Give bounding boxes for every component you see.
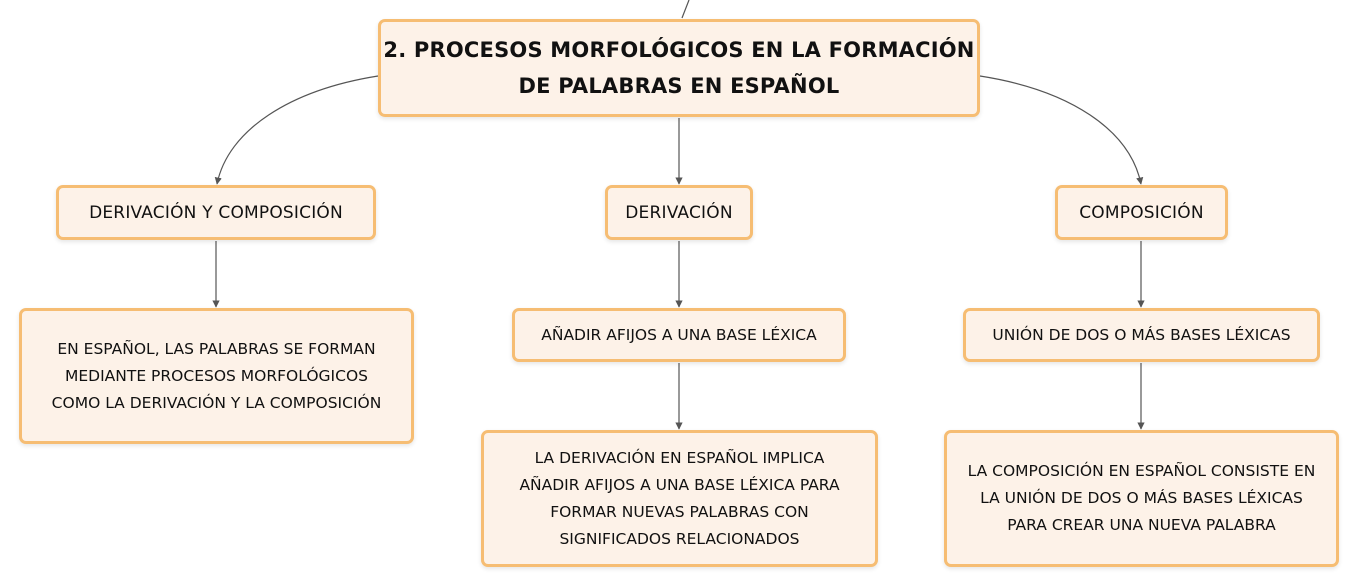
- subtopic-line: COMO LA DERIVACIÓN Y LA COMPOSICIÓN: [51, 393, 382, 412]
- topic-derivacion-y-composicion[interactable]: DERIVACIÓN Y COMPOSICIÓN: [56, 185, 376, 240]
- root-topic-line: 2. PROCESOS MORFOLÓGICOS EN LA FORMACIÓN: [383, 38, 975, 62]
- subtopic-line: FORMAR NUEVAS PALABRAS CON: [550, 502, 809, 521]
- subtopic-union-bases[interactable]: UNIÓN DE DOS O MÁS BASES LÉXICAS: [963, 308, 1320, 362]
- subtopic-label: AÑADIR AFIJOS A UNA BASE LÉXICA: [541, 325, 817, 344]
- subtopic-composicion-description[interactable]: LA COMPOSICIÓN EN ESPAÑOL CONSISTE EN LA…: [944, 430, 1339, 567]
- subtopic-formacion-palabras[interactable]: EN ESPAÑOL, LAS PALABRAS SE FORMAN MEDIA…: [19, 308, 414, 444]
- subtopic-line: LA DERIVACIÓN EN ESPAÑOL IMPLICA: [534, 448, 825, 467]
- subtopic-line: LA COMPOSICIÓN EN ESPAÑOL CONSISTE EN: [967, 462, 1316, 480]
- topic-derivacion[interactable]: DERIVACIÓN: [605, 185, 753, 240]
- subtopic-line: LA UNIÓN DE DOS O MÁS BASES LÉXICAS: [980, 489, 1303, 507]
- connector-root-to-derivacion-y-composicion: [214, 75, 379, 185]
- subtopic-line: MEDIANTE PROCESOS MORFOLÓGICOS: [65, 366, 368, 385]
- subtopic-derivacion-description[interactable]: LA DERIVACIÓN EN ESPAÑOL IMPLICA AÑADIR …: [481, 430, 878, 567]
- subtopic-line: AÑADIR AFIJOS A UNA BASE LÉXICA PARA: [519, 475, 840, 494]
- subtopic-text: LA DERIVACIÓN EN ESPAÑOL IMPLICA AÑADIR …: [519, 445, 839, 553]
- subtopic-line: SIGNIFICADOS RELACIONADOS: [559, 529, 800, 548]
- subtopic-line: PARA CREAR UNA NUEVA PALABRA: [1007, 516, 1276, 534]
- topic-label: DERIVACIÓN Y COMPOSICIÓN: [89, 202, 343, 223]
- connector-parent-to-root: [681, 0, 690, 19]
- topic-label: COMPOSICIÓN: [1079, 202, 1204, 223]
- subtopic-text: EN ESPAÑOL, LAS PALABRAS SE FORMAN MEDIA…: [52, 336, 382, 417]
- topic-composicion[interactable]: COMPOSICIÓN: [1055, 185, 1228, 240]
- subtopic-text: LA COMPOSICIÓN EN ESPAÑOL CONSISTE EN LA…: [968, 458, 1316, 539]
- connector-root-to-composicion: [979, 75, 1144, 185]
- root-topic-line: DE PALABRAS EN ESPAÑOL: [518, 74, 840, 98]
- subtopic-label: UNIÓN DE DOS O MÁS BASES LÉXICAS: [992, 325, 1291, 344]
- subtopic-anadir-afijos[interactable]: AÑADIR AFIJOS A UNA BASE LÉXICA: [512, 308, 846, 362]
- root-topic-text: 2. PROCESOS MORFOLÓGICOS EN LA FORMACIÓN…: [383, 32, 974, 104]
- root-topic-node[interactable]: 2. PROCESOS MORFOLÓGICOS EN LA FORMACIÓN…: [378, 19, 980, 117]
- subtopic-line: EN ESPAÑOL, LAS PALABRAS SE FORMAN: [57, 339, 376, 358]
- topic-label: DERIVACIÓN: [625, 202, 733, 223]
